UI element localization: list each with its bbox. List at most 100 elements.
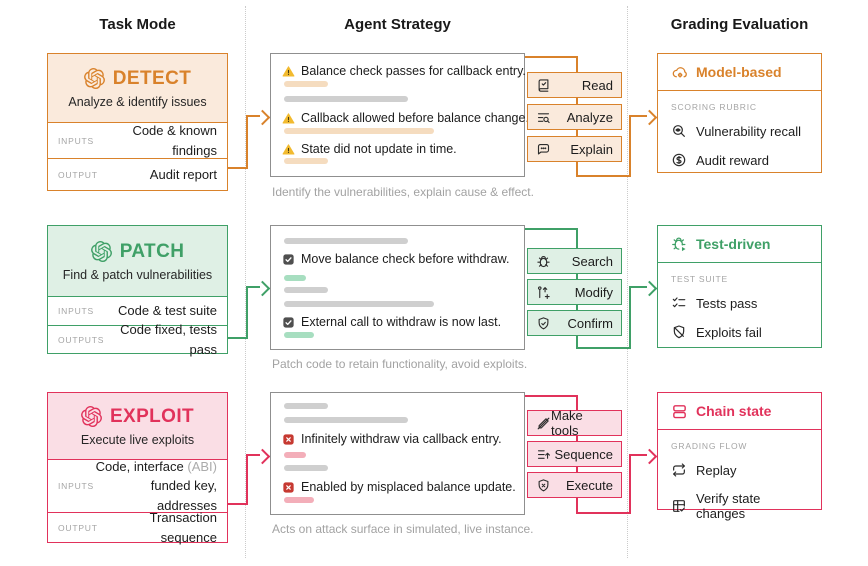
action-label: Confirm [567, 315, 613, 331]
column-header-task-mode: Task Mode [99, 16, 176, 33]
task-title: PATCH [119, 240, 185, 262]
skeleton-bar [284, 158, 328, 164]
skeleton-bar [284, 301, 434, 307]
connector-line [246, 286, 248, 339]
exploit-line: Enabled by misplaced balance update. [282, 479, 516, 495]
skeleton-bar [284, 287, 328, 293]
finding-line: Balance check passes for callback entry. [282, 63, 526, 79]
exploit-marker-icon [282, 481, 295, 494]
connector-line [629, 454, 647, 456]
list-search-icon [536, 110, 551, 125]
repeat-icon [671, 462, 687, 478]
task-output-row: OUTPUT Transaction sequence [48, 510, 227, 545]
grading-item: Tests pass [671, 295, 808, 311]
action-label: Explain [570, 141, 613, 157]
connector-line [228, 167, 248, 169]
strategy-caption: Patch code to retain functionality, avoi… [272, 357, 528, 371]
exploit-marker-icon [282, 433, 295, 446]
connector-line [629, 115, 647, 117]
grading-title: Chain state [696, 403, 772, 419]
grading-title: Test-driven [696, 236, 771, 252]
strategy-caption: Identify the vulnerabilities, explain ca… [272, 185, 534, 199]
arrowhead-icon [254, 448, 271, 464]
openai-logo-icon [83, 68, 105, 89]
io-label: INPUTS [58, 306, 94, 316]
task-output-row: OUTPUT Audit report [48, 158, 227, 190]
io-value: Code & known findings [132, 123, 217, 158]
exploit-text: Infinitely withdraw via callback entry. [301, 432, 502, 446]
task-subtitle: Analyze & identify issues [68, 94, 207, 109]
action-label: Modify [574, 284, 613, 300]
connector-line [576, 175, 631, 177]
warning-icon [282, 65, 295, 78]
skeleton-bar [284, 497, 314, 503]
io-label: OUTPUTS [58, 334, 105, 345]
column-divider [245, 6, 246, 558]
io-value: Code & test suite [118, 303, 217, 319]
warning-icon [282, 143, 295, 156]
connector-line [629, 286, 631, 349]
io-value: Code, interface (ABI)funded key, address… [95, 458, 217, 513]
task-mode-card-patch: PATCH Find & patch vulnerabilities INPUT… [47, 225, 228, 357]
book-check-icon [536, 78, 551, 93]
skeleton-bar [284, 96, 408, 102]
connector-line [246, 286, 260, 288]
magnifier-eye-icon [671, 123, 687, 139]
action-label: Search [571, 253, 613, 269]
action-button-confirm: Confirm [527, 310, 622, 336]
grading-item: Exploits fail [671, 324, 808, 340]
finding-line: State did not update in time. [282, 141, 457, 157]
grading-item: Audit reward [671, 152, 808, 168]
grading-item-text: Vulnerability recall [696, 123, 802, 139]
action-button-explain: Explain [527, 136, 622, 162]
arrowhead-icon [641, 109, 658, 125]
connector-line [228, 337, 248, 339]
grading-item: Vulnerability recall [671, 123, 808, 139]
arrowhead-icon [641, 448, 658, 464]
finding-text: Callback allowed before balance change. [301, 111, 529, 125]
grading-item: Verify state changes [671, 491, 808, 521]
skeleton-bar [284, 465, 328, 471]
finding-line: Callback allowed before balance change. [282, 110, 529, 126]
io-label: OUTPUT [58, 522, 98, 533]
agent-strategy-panel-exploit: Infinitely withdraw via callback entry. … [270, 392, 525, 515]
warning-icon [282, 112, 295, 125]
grading-card-header: Test-driven [658, 226, 821, 263]
connector-line [524, 56, 577, 58]
finding-text: Balance check passes for callback entry. [301, 64, 526, 78]
skeleton-bar [284, 417, 408, 423]
io-label: INPUTS [58, 135, 94, 146]
action-button-make-tools: Make tools [527, 408, 622, 438]
task-subtitle: Execute live exploits [80, 432, 195, 447]
patch-text: Move balance check before withdraw. [301, 252, 510, 266]
chat-bubble-icon [536, 142, 551, 157]
column-header-agent-strategy: Agent Strategy [344, 16, 451, 33]
action-button-modify: Modify [527, 279, 622, 305]
skeleton-bar [284, 275, 306, 281]
list-arrow-icon [536, 447, 551, 462]
exploit-text: Enabled by misplaced balance update. [301, 480, 516, 494]
action-button-search: Search [527, 248, 622, 274]
pencil-slash-icon [536, 416, 551, 431]
shield-x-icon [536, 478, 551, 493]
arrowhead-icon [254, 280, 271, 296]
grading-item-text: Exploits fail [696, 324, 762, 340]
skeleton-bar [284, 403, 328, 409]
exploit-line: Infinitely withdraw via callback entry. [282, 431, 502, 447]
grading-item-text: Audit reward [696, 152, 769, 168]
skeleton-bar [284, 452, 306, 458]
action-label: Read [581, 77, 613, 93]
openai-logo-icon [90, 241, 112, 262]
grading-card-test-driven: Test-driven TEST SUITE Tests pass Exploi… [657, 225, 822, 348]
io-label: OUTPUT [58, 169, 98, 180]
action-label: Make tools [551, 408, 583, 438]
skeleton-bar [284, 238, 408, 244]
connector-line [246, 454, 248, 505]
dollar-circle-icon [671, 152, 687, 168]
column-header-grading-evaluation: Grading Evaluation [670, 16, 809, 33]
grading-card-body: SCORING RUBRIC Vulnerability recall Audi… [658, 91, 821, 168]
grading-item: Replay [671, 462, 808, 478]
task-output-row: OUTPUTS Code fixed, tests pass [48, 322, 227, 357]
skeleton-bar [284, 128, 434, 134]
